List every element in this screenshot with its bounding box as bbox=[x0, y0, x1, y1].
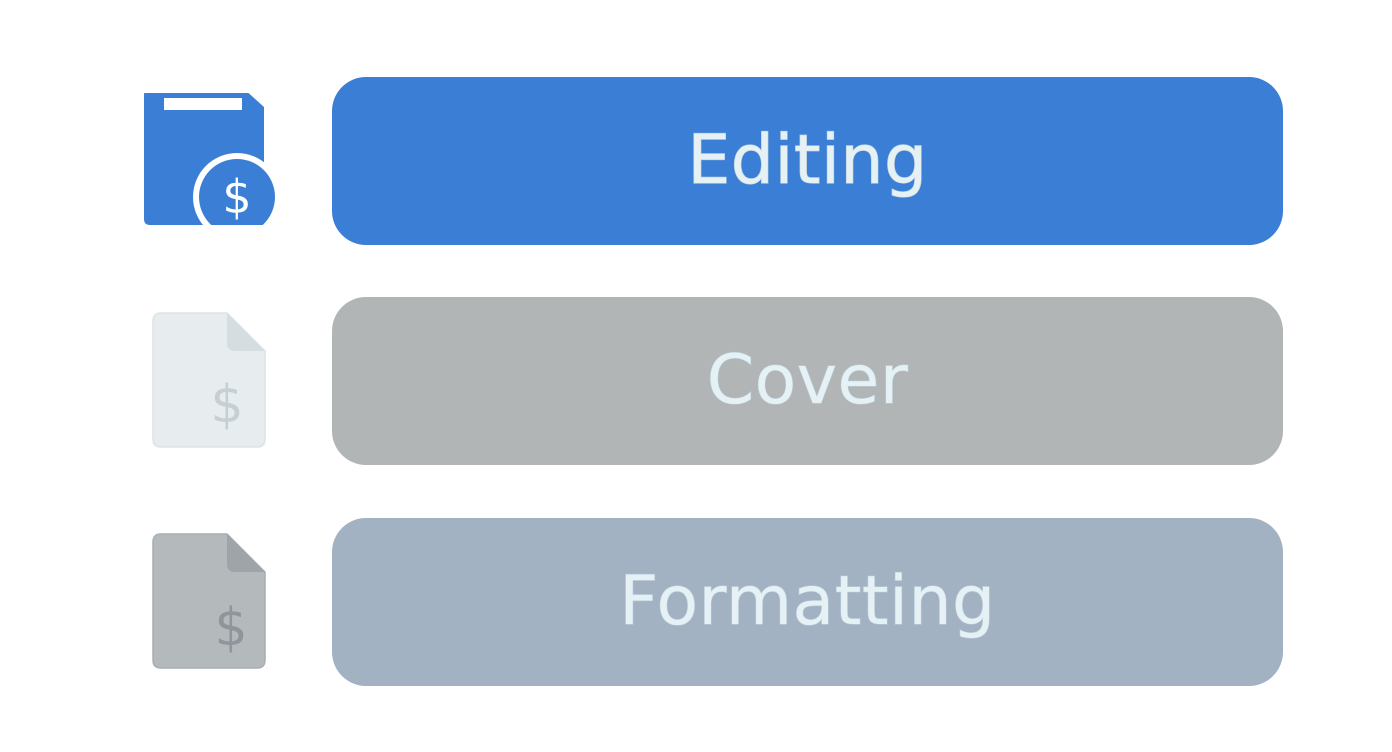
dollar-symbol: $ bbox=[214, 598, 247, 658]
editing-label: Editing bbox=[687, 121, 928, 200]
formatting-button[interactable]: Formatting bbox=[332, 518, 1283, 686]
document-dollar-icon: $ bbox=[152, 533, 266, 669]
cover-label: Cover bbox=[706, 341, 909, 420]
folder-dollar-icon: $ bbox=[144, 93, 280, 225]
option-row-formatting: $ Formatting bbox=[0, 518, 1392, 686]
editing-button[interactable]: Editing bbox=[332, 77, 1283, 245]
option-row-cover: $ Cover bbox=[0, 297, 1392, 465]
cover-button[interactable]: Cover bbox=[332, 297, 1283, 465]
document-dollar-icon: $ bbox=[152, 312, 266, 448]
option-row-editing: $ Editing bbox=[0, 77, 1392, 245]
formatting-label: Formatting bbox=[619, 562, 996, 641]
dollar-symbol: $ bbox=[222, 170, 251, 224]
dollar-symbol: $ bbox=[210, 375, 243, 435]
